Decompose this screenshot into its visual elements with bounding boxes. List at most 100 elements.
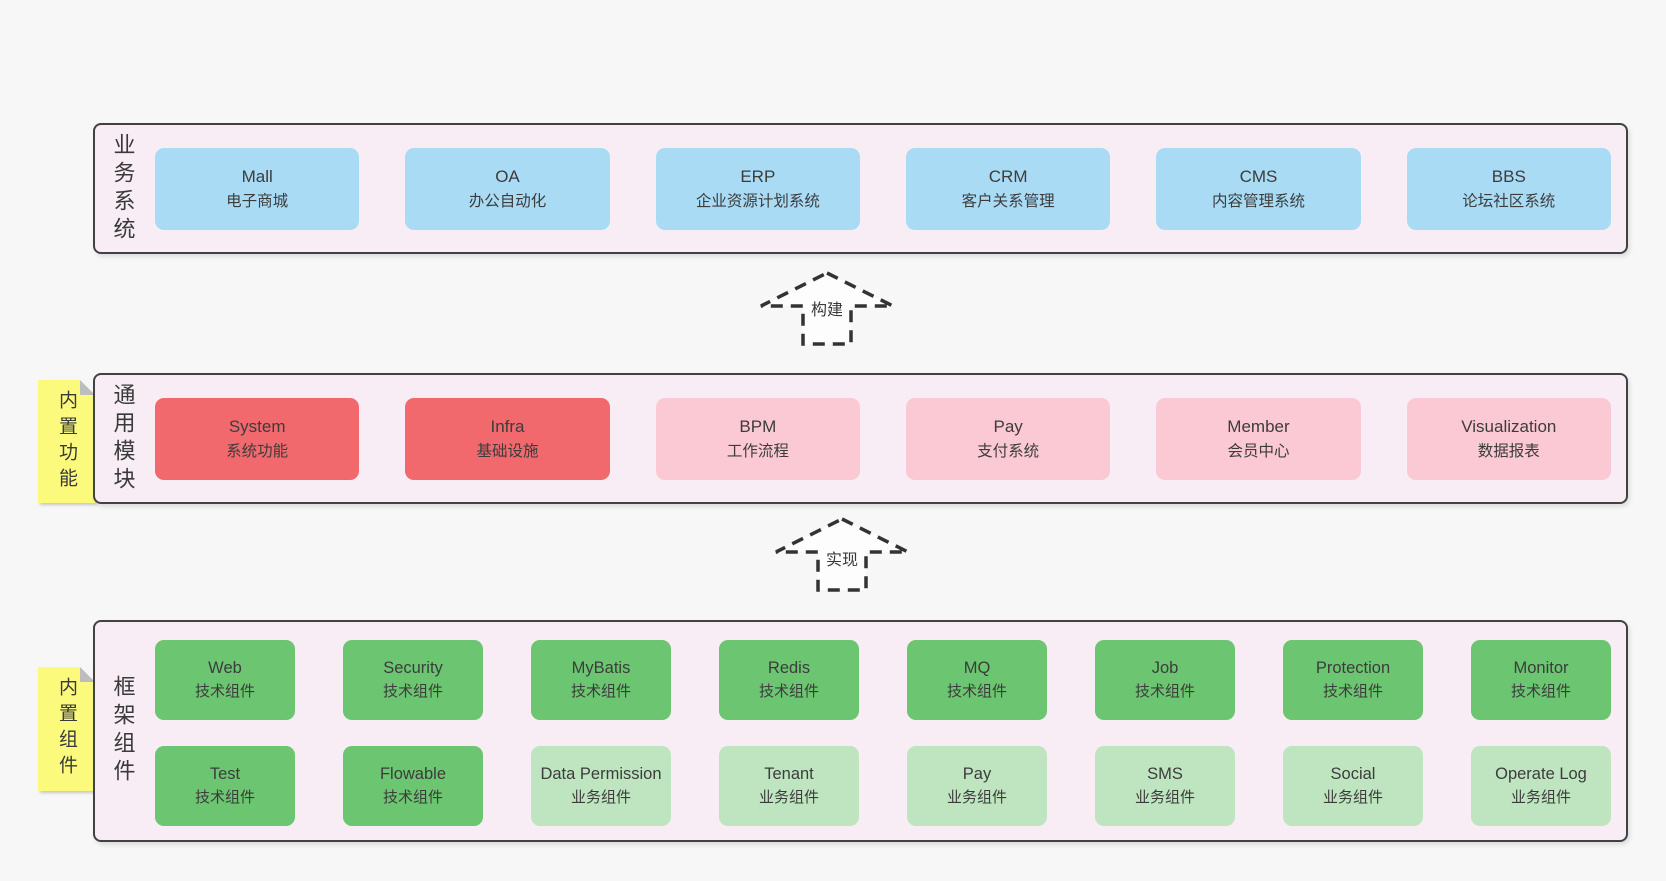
box-subtitle: 技术组件 bbox=[1322, 683, 1383, 700]
box-title: BBS bbox=[1491, 166, 1526, 186]
box-title: SMS bbox=[1147, 765, 1183, 783]
box-subtitle: 技术组件 bbox=[946, 683, 1007, 700]
box-subtitle: 基础设施 bbox=[476, 442, 539, 460]
box-subtitle: 业务组件 bbox=[946, 789, 1007, 806]
box-redis: Redis 技术组件 bbox=[719, 640, 859, 720]
box-title: OA bbox=[495, 166, 520, 186]
section-common-modules: 通用模块 System 系统功能 Infra 基础设施 BPM 工作流程 Pay… bbox=[93, 373, 1628, 504]
box-subtitle: 业务组件 bbox=[570, 789, 631, 806]
box-tenant: Tenant 业务组件 bbox=[719, 746, 859, 826]
box-subtitle: 论坛社区系统 bbox=[1462, 192, 1556, 210]
box-title: Test bbox=[209, 765, 241, 783]
box-title: Infra bbox=[490, 416, 525, 436]
box-protection: Protection 技术组件 bbox=[1283, 640, 1423, 720]
arrow-implement-label: 实现 bbox=[823, 546, 861, 570]
folded-corner-icon bbox=[80, 667, 95, 682]
box-title: Security bbox=[383, 659, 443, 677]
box-subtitle: 技术组件 bbox=[194, 789, 255, 806]
sticky-note-built-in-components: 内置组件 bbox=[38, 667, 95, 791]
arrow-build-label: 构建 bbox=[808, 296, 846, 320]
box-subtitle: 技术组件 bbox=[758, 683, 819, 700]
box-title: Job bbox=[1151, 659, 1179, 677]
arrow-implement: 实现 bbox=[772, 516, 912, 594]
box-subtitle: 技术组件 bbox=[194, 683, 255, 700]
section-label-business: 业务系统 bbox=[95, 125, 150, 252]
components-row-1: Web 技术组件 Security 技术组件 MyBatis 技术组件 Redi… bbox=[155, 640, 1611, 720]
box-flowable: Flowable 技术组件 bbox=[343, 746, 483, 826]
box-visualization: Visualization 数据报表 bbox=[1406, 397, 1611, 480]
box-subtitle: 技术组件 bbox=[382, 789, 443, 806]
box-title: CRM bbox=[988, 166, 1028, 186]
box-title: BPM bbox=[739, 416, 777, 436]
box-title: ERP bbox=[740, 166, 776, 186]
business-boxes-row: Mall 电子商城 OA 办公自动化 ERP 企业资源计划系统 CRM 客户关系… bbox=[150, 125, 1626, 252]
box-subtitle: 工作流程 bbox=[726, 442, 789, 460]
box-title: Tenant bbox=[764, 765, 814, 783]
box-title: System bbox=[228, 416, 286, 436]
box-title: Pay bbox=[962, 765, 992, 783]
box-subtitle: 业务组件 bbox=[1510, 789, 1571, 806]
box-subtitle: 业务组件 bbox=[1322, 789, 1383, 806]
box-security: Security 技术组件 bbox=[343, 640, 483, 720]
section-business-systems: 业务系统 Mall 电子商城 OA 办公自动化 ERP 企业资源计划系统 CRM… bbox=[93, 123, 1628, 254]
box-sms: SMS 业务组件 bbox=[1095, 746, 1235, 826]
section-label-text: 业务系统 bbox=[110, 132, 136, 245]
box-title: Visualization bbox=[1461, 416, 1557, 436]
box-subtitle: 技术组件 bbox=[1510, 683, 1571, 700]
section-framework-components: 框架组件 Web 技术组件 Security 技术组件 MyBatis 技术组件… bbox=[93, 620, 1628, 842]
box-pay-module: Pay 支付系统 bbox=[905, 397, 1111, 480]
section-label-text: 通用模块 bbox=[110, 382, 136, 495]
box-mybatis: MyBatis 技术组件 bbox=[531, 640, 671, 720]
box-title: MyBatis bbox=[571, 659, 631, 677]
box-oa: OA 办公自动化 bbox=[405, 147, 610, 230]
box-title: Redis bbox=[767, 659, 811, 677]
box-erp: ERP 企业资源计划系统 bbox=[655, 147, 860, 230]
box-operate-log: Operate Log 业务组件 bbox=[1471, 746, 1611, 826]
components-row-2: Test 技术组件 Flowable 技术组件 Data Permission … bbox=[155, 746, 1611, 826]
sticky-note-built-in-features: 内置功能 bbox=[38, 380, 95, 503]
box-web: Web 技术组件 bbox=[155, 640, 295, 720]
box-subtitle: 系统功能 bbox=[226, 442, 289, 460]
box-title: Mall bbox=[241, 166, 273, 186]
section-label-text: 框架组件 bbox=[110, 675, 136, 787]
folded-corner-icon bbox=[80, 380, 95, 395]
box-mall: Mall 电子商城 bbox=[155, 147, 360, 230]
arrow-build: 构建 bbox=[757, 270, 897, 348]
box-title: Web bbox=[208, 659, 242, 677]
box-mq: MQ 技术组件 bbox=[907, 640, 1047, 720]
box-system: System 系统功能 bbox=[155, 397, 360, 480]
box-subtitle: 业务组件 bbox=[1134, 789, 1195, 806]
box-title: Social bbox=[1330, 765, 1376, 783]
box-bbs: BBS 论坛社区系统 bbox=[1406, 147, 1611, 230]
box-title: Monitor bbox=[1513, 659, 1569, 677]
sticky-note-text: 内置组件 bbox=[56, 677, 77, 781]
box-subtitle: 数据报表 bbox=[1477, 442, 1540, 460]
box-infra: Infra 基础设施 bbox=[405, 397, 610, 480]
box-data-permission: Data Permission 业务组件 bbox=[531, 746, 671, 826]
box-bpm: BPM 工作流程 bbox=[655, 397, 860, 480]
modules-boxes-row: System 系统功能 Infra 基础设施 BPM 工作流程 Pay 支付系统… bbox=[150, 375, 1626, 502]
box-subtitle: 支付系统 bbox=[977, 442, 1040, 460]
sticky-note-text: 内置功能 bbox=[56, 389, 77, 494]
box-title: CMS bbox=[1239, 166, 1278, 186]
box-subtitle: 会员中心 bbox=[1227, 442, 1290, 460]
box-pay-component: Pay 业务组件 bbox=[907, 746, 1047, 826]
box-subtitle: 技术组件 bbox=[382, 683, 443, 700]
box-title: MQ bbox=[963, 659, 991, 677]
box-subtitle: 业务组件 bbox=[758, 789, 819, 806]
box-title: Data Permission bbox=[540, 765, 662, 783]
box-title: Operate Log bbox=[1495, 765, 1587, 783]
box-title: Pay bbox=[993, 416, 1023, 436]
components-rows: Web 技术组件 Security 技术组件 MyBatis 技术组件 Redi… bbox=[150, 622, 1626, 840]
box-test: Test 技术组件 bbox=[155, 746, 295, 826]
box-job: Job 技术组件 bbox=[1095, 640, 1235, 720]
box-social: Social 业务组件 bbox=[1283, 746, 1423, 826]
section-label-modules: 通用模块 bbox=[95, 375, 150, 502]
section-label-components: 框架组件 bbox=[95, 622, 150, 840]
box-subtitle: 企业资源计划系统 bbox=[695, 192, 820, 210]
box-crm: CRM 客户关系管理 bbox=[905, 147, 1111, 230]
box-subtitle: 技术组件 bbox=[1134, 683, 1195, 700]
box-subtitle: 技术组件 bbox=[570, 683, 631, 700]
box-subtitle: 内容管理系统 bbox=[1211, 192, 1305, 210]
